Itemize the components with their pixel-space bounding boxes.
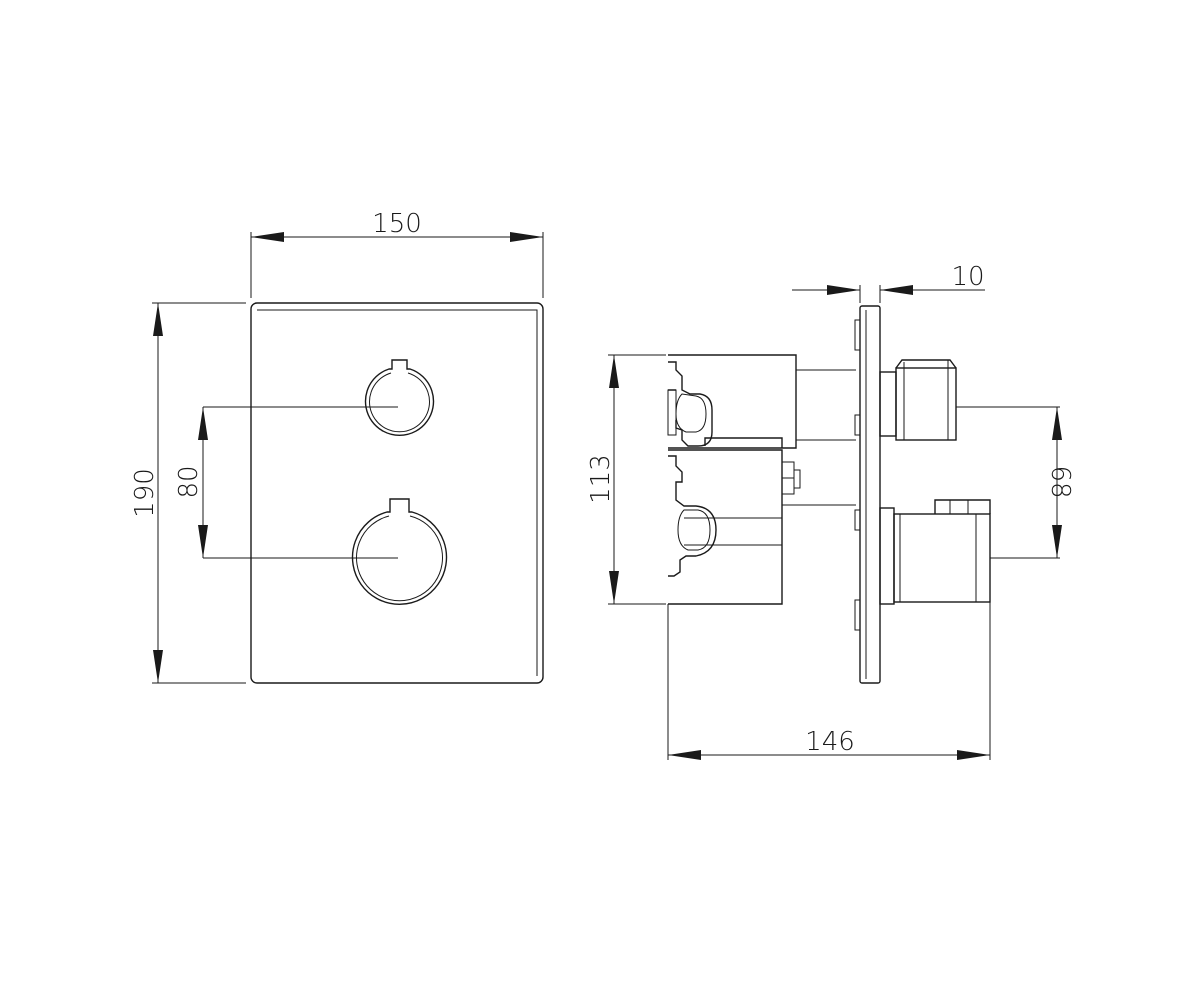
side-wall-plate	[859, 305, 881, 684]
side-view: 10 113 68 146	[586, 262, 1075, 760]
dimension-front-width: 150	[250, 209, 544, 298]
dimension-label-146: 146	[805, 727, 855, 757]
dimension-plate-thickness: 10	[792, 262, 985, 303]
dimension-side-body-height: 113	[586, 354, 666, 605]
upper-knob	[203, 359, 435, 437]
dimension-label-150: 150	[372, 209, 422, 239]
dimension-knob-spacing: 80	[174, 407, 208, 558]
dimension-total-depth: 146	[667, 602, 991, 760]
front-view: 150 190 80	[130, 209, 544, 684]
dimension-label-113: 113	[586, 454, 616, 504]
dimension-label-68: 68	[1045, 465, 1075, 498]
lower-outlet	[879, 499, 1060, 605]
dimension-label-10: 10	[951, 262, 984, 292]
lower-valve-body	[668, 449, 783, 605]
upper-valve-body	[668, 354, 797, 449]
dimension-front-height: 190	[130, 302, 246, 684]
front-cover-plate	[250, 302, 544, 684]
dimension-label-190: 190	[130, 468, 160, 518]
lower-knob	[203, 498, 448, 606]
dimension-label-80: 80	[174, 465, 204, 498]
upper-outlet	[879, 359, 1060, 441]
dimension-outlet-spacing: 68	[1045, 407, 1075, 558]
